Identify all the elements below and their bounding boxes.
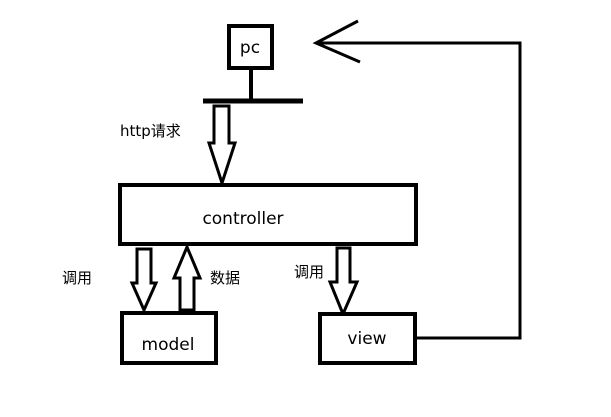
model-label: model <box>142 335 195 355</box>
view-box <box>318 312 417 365</box>
pc-label: pc <box>240 38 260 58</box>
view-label: view <box>347 329 386 349</box>
controller-box <box>118 183 418 246</box>
model-box <box>120 311 218 365</box>
controller-label: controller <box>202 209 283 229</box>
hollow-up-arrow-shape <box>171 243 203 312</box>
call-model-arrow: 调用 <box>62 247 159 314</box>
call-view-label: 调用 <box>294 263 324 281</box>
http-request-arrow: http请求 <box>120 104 238 188</box>
response-arrowhead <box>312 19 361 64</box>
data-return-label: 数据 <box>210 269 240 287</box>
call-model-label: 调用 <box>62 269 92 287</box>
view-node: view <box>318 312 417 365</box>
hollow-down-arrow-shape <box>327 246 360 318</box>
data-return-arrow: 数据 <box>171 243 240 312</box>
hollow-down-arrow-shape <box>129 247 159 314</box>
pc-monitor-box <box>227 24 274 70</box>
pc-node: pc <box>203 24 303 104</box>
model-node: model <box>120 311 218 365</box>
hollow-down-arrow-shape <box>206 104 238 188</box>
call-view-arrow: 调用 <box>294 246 360 318</box>
response-connector <box>312 19 522 340</box>
http-request-label: http请求 <box>120 122 181 140</box>
controller-node: controller <box>118 183 418 246</box>
response-line <box>316 41 522 340</box>
